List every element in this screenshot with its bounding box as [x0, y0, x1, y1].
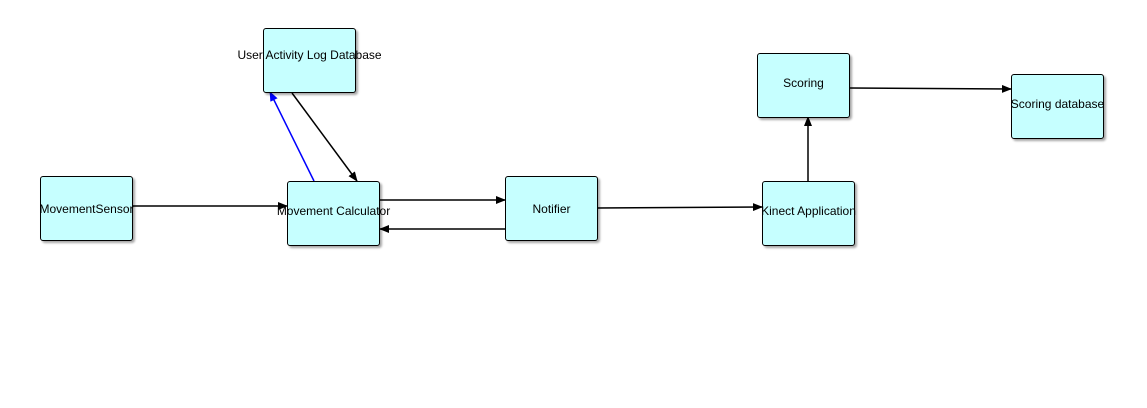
- edge-scoring-to-scoring-db: [849, 84, 1012, 93]
- node-scoring-database[interactable]: Scoring database: [1011, 74, 1104, 139]
- edge-activity-db-to-calculator: [291, 92, 358, 182]
- node-kinect-application[interactable]: Kinect Application: [761, 181, 856, 246]
- node-label: Notifier: [532, 201, 571, 216]
- edge-calculator-to-activity-db: [269, 91, 315, 182]
- node-movement-calculator[interactable]: Movement Calculator: [277, 181, 390, 246]
- node-user-activity-log-database[interactable]: User Activity Log Database: [237, 28, 382, 93]
- node-label: Kinect Application: [761, 203, 856, 218]
- node-movement-sensor[interactable]: MovementSensor: [39, 176, 134, 241]
- node-notifier[interactable]: Notifier: [505, 176, 598, 241]
- node-label: Scoring: [783, 75, 824, 90]
- node-label: Scoring database: [1010, 96, 1105, 111]
- node-label: MovementSensor: [39, 201, 134, 216]
- node-label: Movement Calculator: [276, 203, 391, 218]
- node-scoring[interactable]: Scoring: [757, 53, 850, 118]
- edge-notifier-to-kinect: [596, 203, 763, 212]
